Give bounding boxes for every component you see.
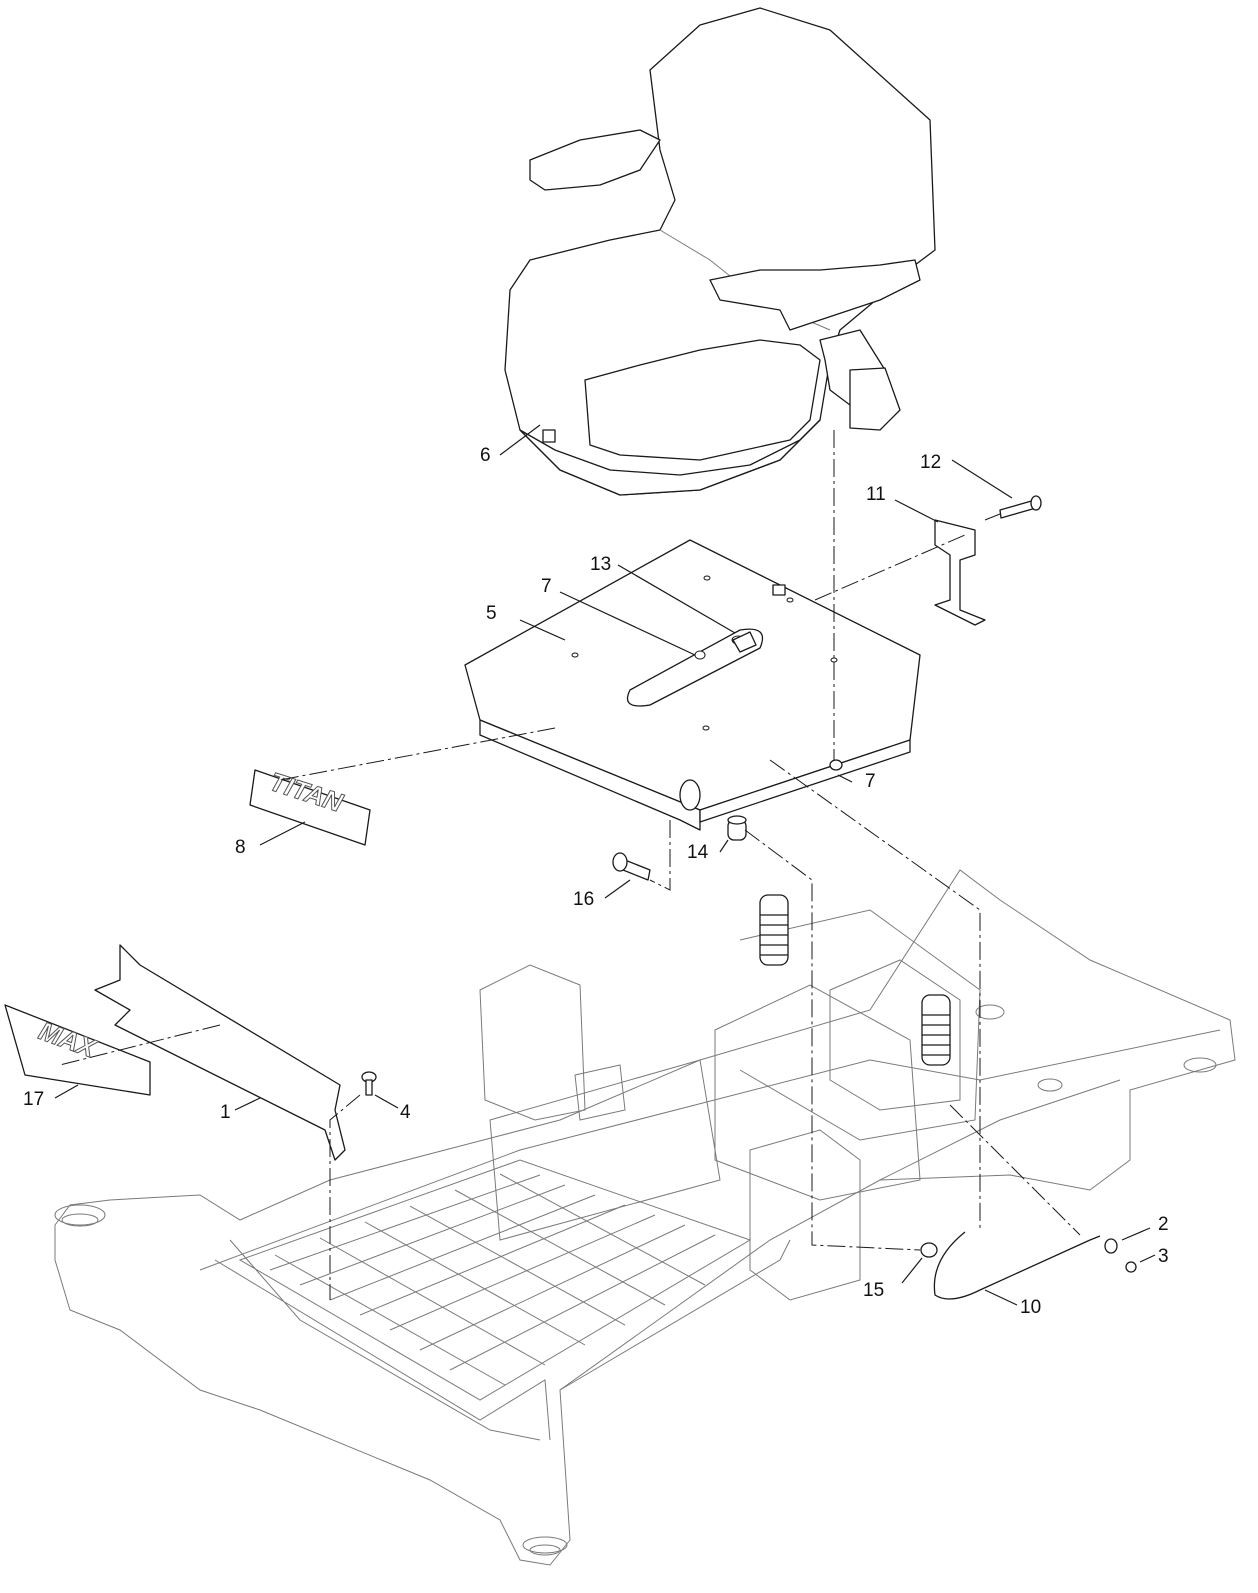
callout-13: 13 [590,554,611,575]
callout-14: 14 [687,842,709,863]
bushing-14 [727,815,747,841]
callout-labels: 6 12 11 13 7 5 7 8 14 16 17 1 4 2 3 15 1… [23,445,1169,1318]
callout-12: 12 [920,452,941,473]
fastener-4 [361,1071,377,1096]
callout-2: 2 [1158,1214,1169,1235]
seat-mount-plate [464,539,921,831]
callout-7-bottom: 7 [865,771,876,792]
callout-16: 16 [573,889,594,910]
spring-13 [732,631,757,653]
bolt-16 [612,852,651,881]
screw-12 [999,495,1042,519]
interlock-bracket [934,519,986,626]
callout-6: 6 [480,445,491,466]
callout-17: 17 [23,1089,44,1110]
callout-3: 3 [1158,1246,1169,1267]
grommet-15 [920,1242,938,1258]
callout-5: 5 [486,603,497,624]
callout-8: 10 [1020,1297,1041,1318]
callout-leaders [54,424,1156,1306]
callout-7-top: 7 [541,576,552,597]
callout-11: 11 [866,484,886,505]
shield-panel [94,944,346,1161]
callout-1: 1 [220,1102,231,1123]
titan-decal-group: TITAN [249,766,371,846]
cable-8 [933,1231,1101,1300]
washer-2 [1104,1238,1118,1254]
callout-10: 8 [235,837,246,858]
nut-7 [829,759,843,771]
callout-15: 15 [863,1280,884,1301]
assembly-lines [59,430,1081,1300]
screw-3 [1125,1261,1137,1273]
callout-4: 4 [400,1102,411,1123]
mower-frame [54,869,1236,1566]
max-decal-group: MAX [4,1004,151,1096]
seat-assembly [504,7,936,496]
